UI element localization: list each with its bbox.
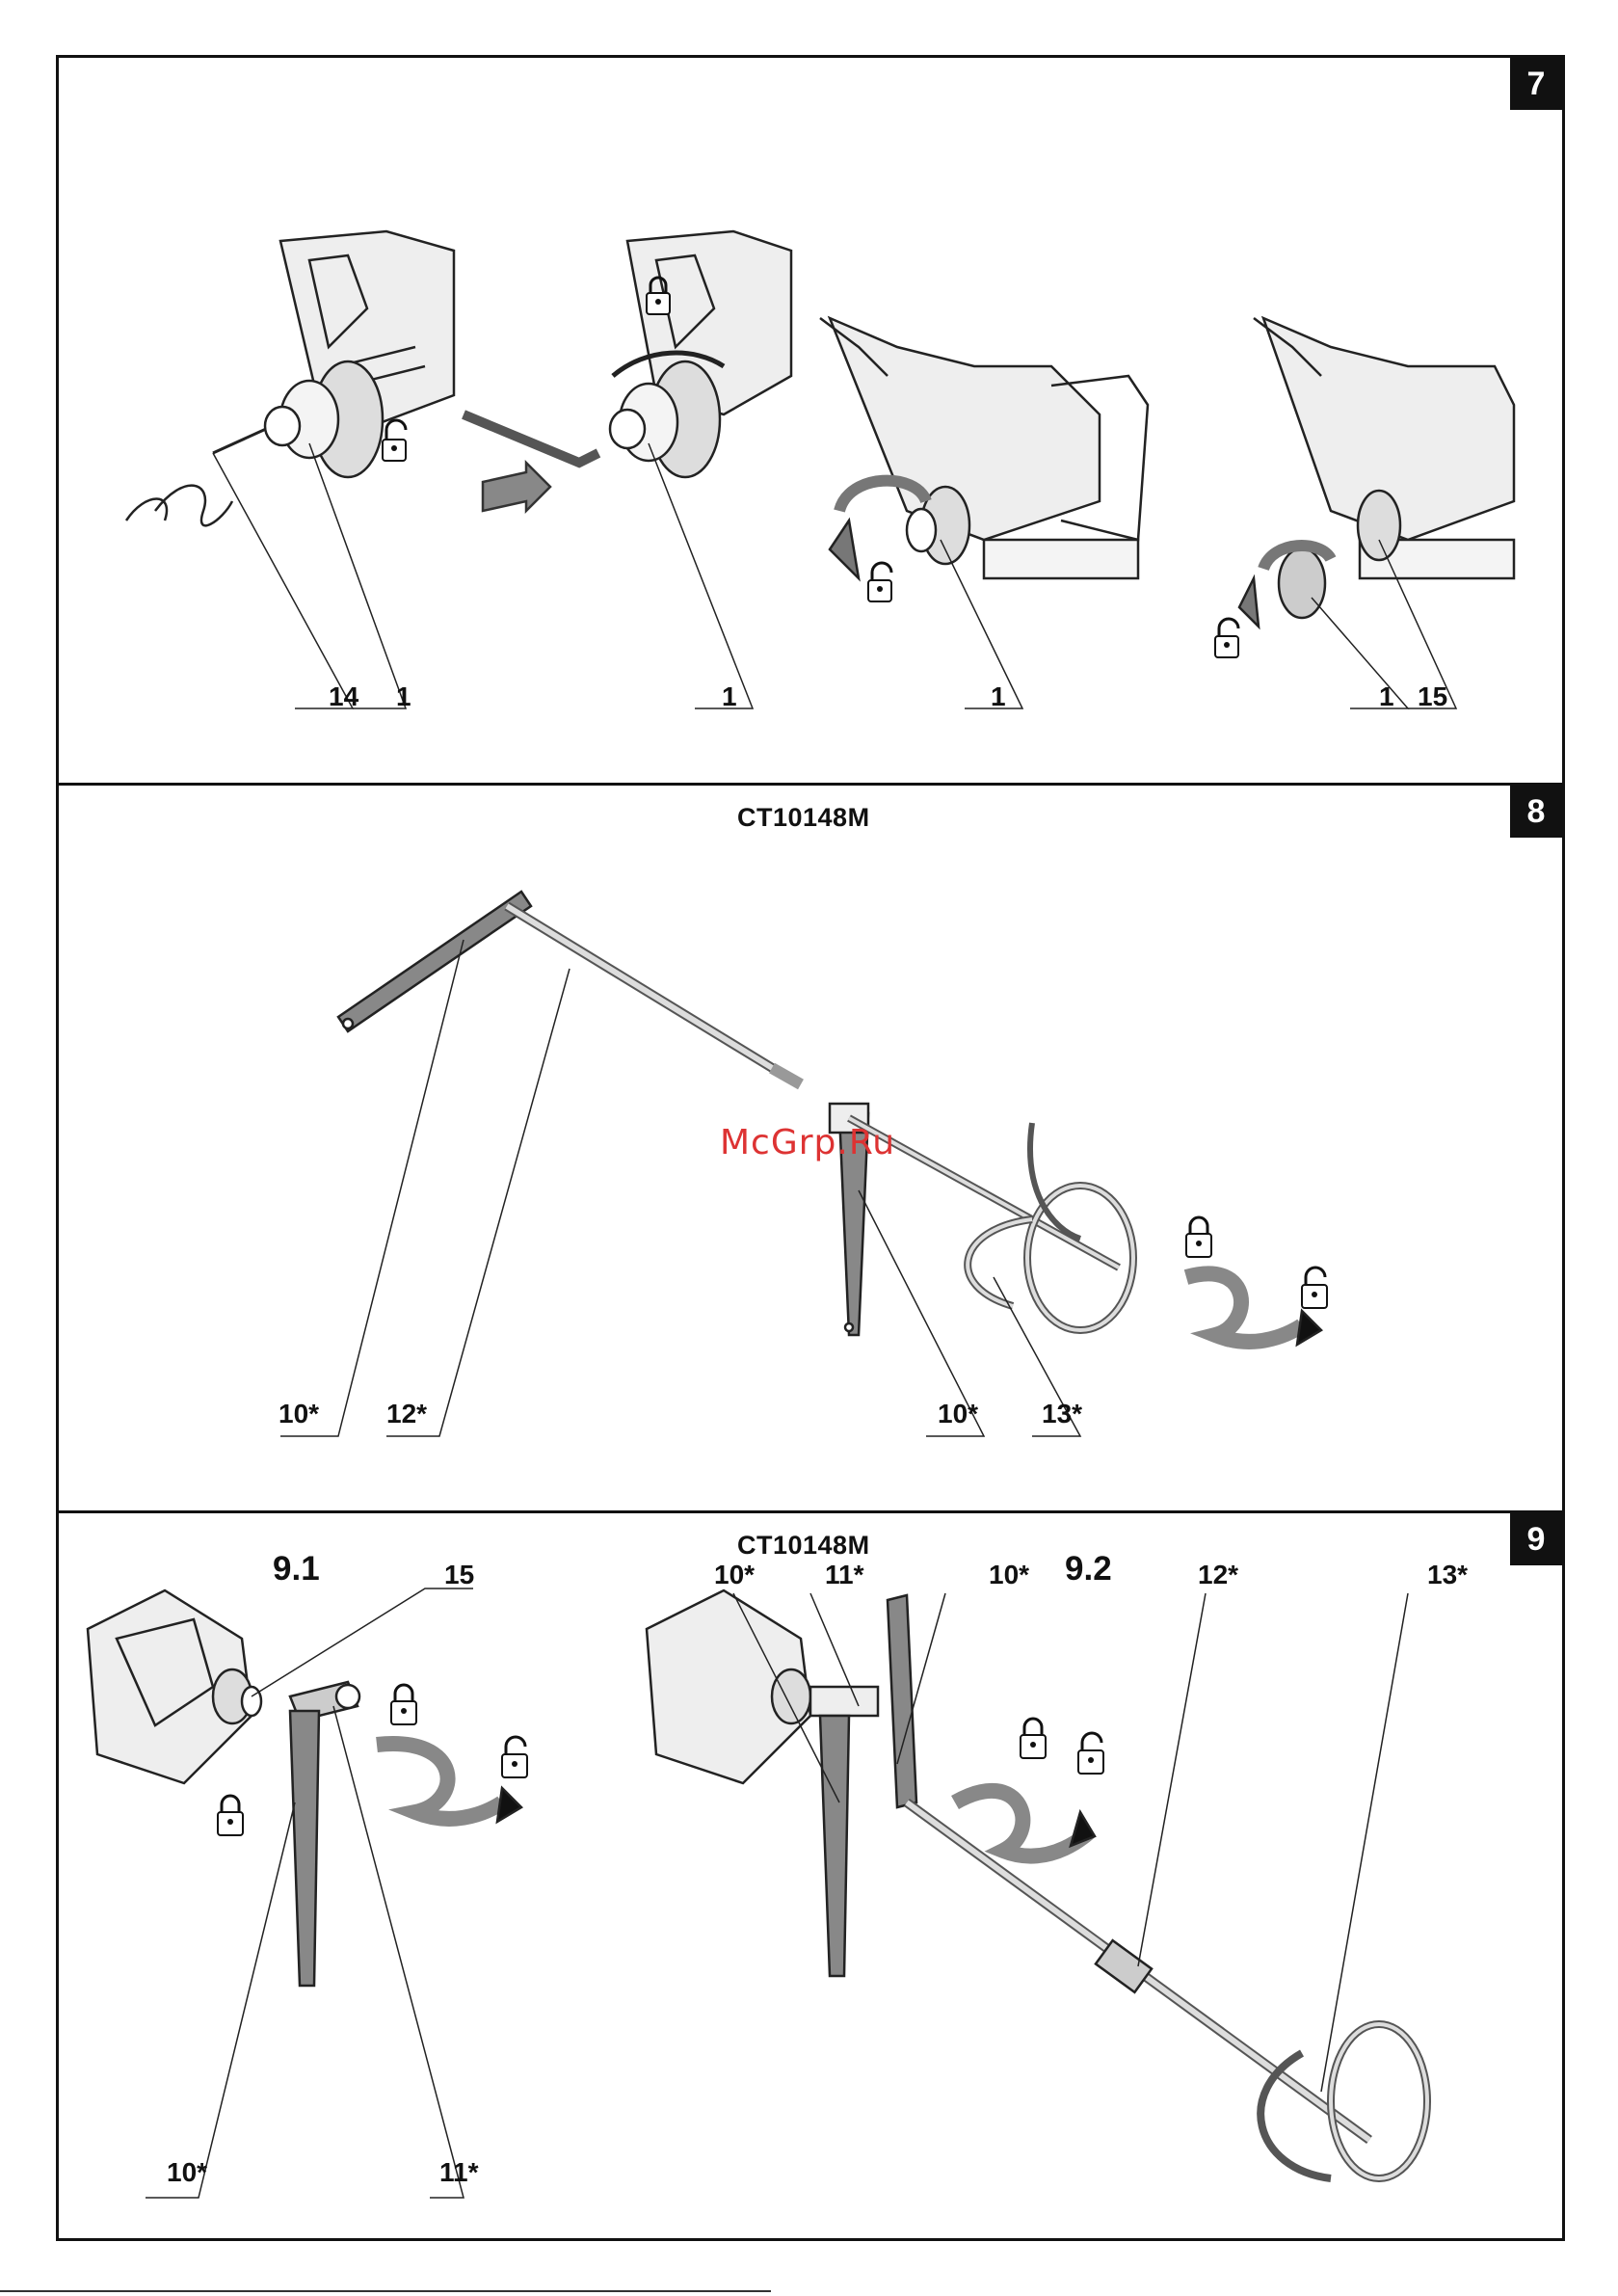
mixer-attachment-illustration bbox=[59, 1513, 1562, 2238]
part-label: 12* bbox=[1198, 1560, 1238, 1590]
padlock-closed-icon bbox=[218, 1796, 243, 1835]
padlock-closed-icon bbox=[1021, 1719, 1046, 1758]
part-label: 1 bbox=[1379, 681, 1394, 712]
padlock-open-icon bbox=[1215, 619, 1238, 657]
part-label: 15 bbox=[1418, 681, 1447, 712]
part-label: 1 bbox=[722, 681, 737, 712]
padlock-open-icon bbox=[868, 563, 891, 601]
figure-panel-9: 9 CT10148M 9.1 9.2 bbox=[56, 1510, 1565, 2241]
drill-body-illustration-b bbox=[610, 231, 791, 477]
padlock-open-icon bbox=[1078, 1733, 1103, 1774]
drill-body-illustration-d bbox=[1239, 318, 1514, 627]
padlock-open-icon bbox=[502, 1737, 527, 1777]
part-label: 1 bbox=[396, 681, 411, 712]
part-label: 15 bbox=[444, 1560, 474, 1590]
figure-panel-8: 8 CT10148M bbox=[56, 783, 1565, 1513]
part-label: 13* bbox=[1427, 1560, 1468, 1590]
part-label: 13* bbox=[1042, 1399, 1082, 1429]
part-label: 10* bbox=[167, 2157, 207, 2188]
padlock-closed-icon bbox=[391, 1685, 416, 1724]
part-label: 10* bbox=[989, 1560, 1029, 1590]
padlock-closed-icon bbox=[1186, 1217, 1211, 1257]
part-label: 10* bbox=[938, 1399, 978, 1429]
drill-chuck-illustrations bbox=[59, 58, 1562, 783]
part-label: 12* bbox=[386, 1399, 427, 1429]
part-label: 14 bbox=[329, 681, 358, 712]
part-label: 11* bbox=[825, 1560, 864, 1590]
drill-body-illustration-c bbox=[820, 318, 1148, 578]
part-label: 1 bbox=[991, 681, 1006, 712]
padlock-open-icon bbox=[383, 420, 406, 461]
part-label: 11* bbox=[439, 2157, 479, 2188]
footer-rule bbox=[0, 2290, 771, 2292]
part-label: 10* bbox=[714, 1560, 755, 1590]
padlock-open-icon bbox=[1302, 1268, 1327, 1308]
figure-panel-7: 7 bbox=[56, 55, 1565, 786]
drill-body-illustration-a bbox=[126, 231, 454, 525]
watermark: McGrp.Ru bbox=[720, 1123, 895, 1162]
part-label: 10* bbox=[279, 1399, 319, 1429]
